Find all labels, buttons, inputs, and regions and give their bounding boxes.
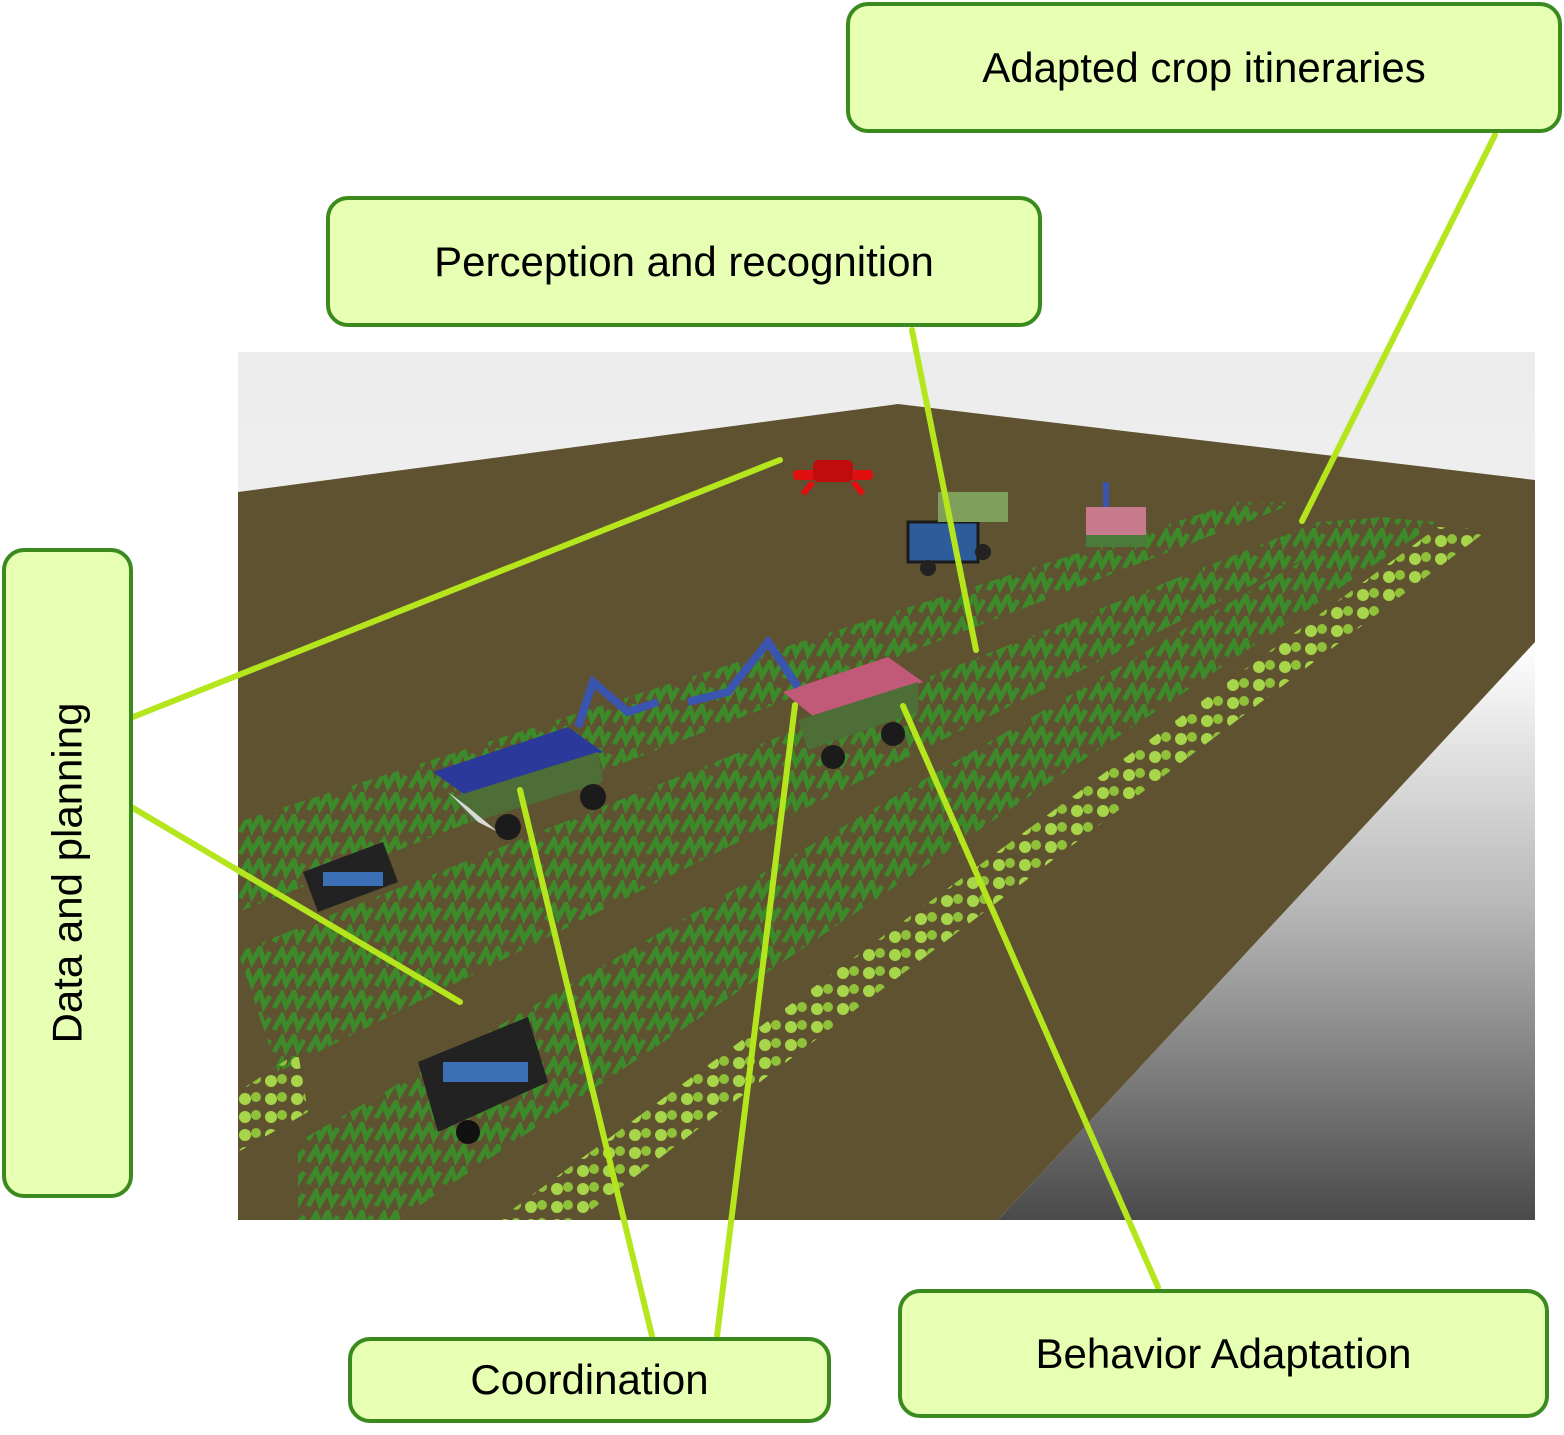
label-data-and-planning-text: Data and planning bbox=[43, 702, 91, 1044]
drone-icon bbox=[793, 460, 873, 496]
label-coordination: Coordination bbox=[348, 1337, 831, 1423]
label-data-and-planning: Data and planning bbox=[2, 548, 133, 1198]
field-simulation-scene bbox=[238, 352, 1535, 1220]
label-perception-and-recognition-text: Perception and recognition bbox=[434, 237, 934, 285]
label-perception-and-recognition: Perception and recognition bbox=[326, 196, 1042, 327]
label-coordination-text: Coordination bbox=[470, 1356, 709, 1403]
label-behavior-adaptation-text: Behavior Adaptation bbox=[1035, 1329, 1412, 1377]
label-adapted-crop-itineraries-text: Adapted crop itineraries bbox=[982, 43, 1426, 91]
robot-pink-main bbox=[783, 657, 923, 769]
robot-cart-front bbox=[418, 1017, 548, 1144]
label-adapted-crop-itineraries: Adapted crop itineraries bbox=[846, 2, 1562, 133]
robot-pink-back bbox=[1086, 482, 1146, 547]
field-render bbox=[238, 352, 1535, 1220]
crop-row-5 bbox=[238, 1052, 308, 1152]
label-behavior-adaptation: Behavior Adaptation bbox=[898, 1289, 1549, 1418]
